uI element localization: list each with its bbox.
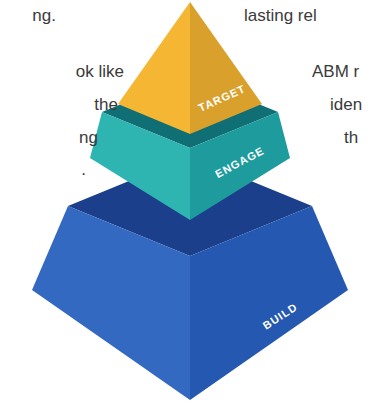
tier-face bbox=[32, 206, 190, 400]
target-tier: TARGET bbox=[118, 2, 262, 134]
tier-face bbox=[190, 206, 348, 400]
body-text-fragment: iden bbox=[330, 95, 362, 115]
body-text-fragment: ABM r bbox=[312, 62, 359, 82]
body-text-fragment: ng. bbox=[32, 6, 56, 26]
tier-face bbox=[90, 112, 190, 220]
body-text-fragment: ng bbox=[79, 128, 98, 148]
body-text-fragment: th bbox=[344, 128, 358, 148]
tier-face bbox=[190, 112, 290, 220]
body-text-fragment: the bbox=[94, 95, 118, 115]
body-text-fragment: lasting rel bbox=[244, 6, 317, 26]
tier-shape bbox=[118, 2, 262, 134]
body-text-fragment: . bbox=[81, 160, 86, 180]
tier-face bbox=[118, 2, 190, 134]
body-text-fragment: ok like bbox=[76, 62, 124, 82]
